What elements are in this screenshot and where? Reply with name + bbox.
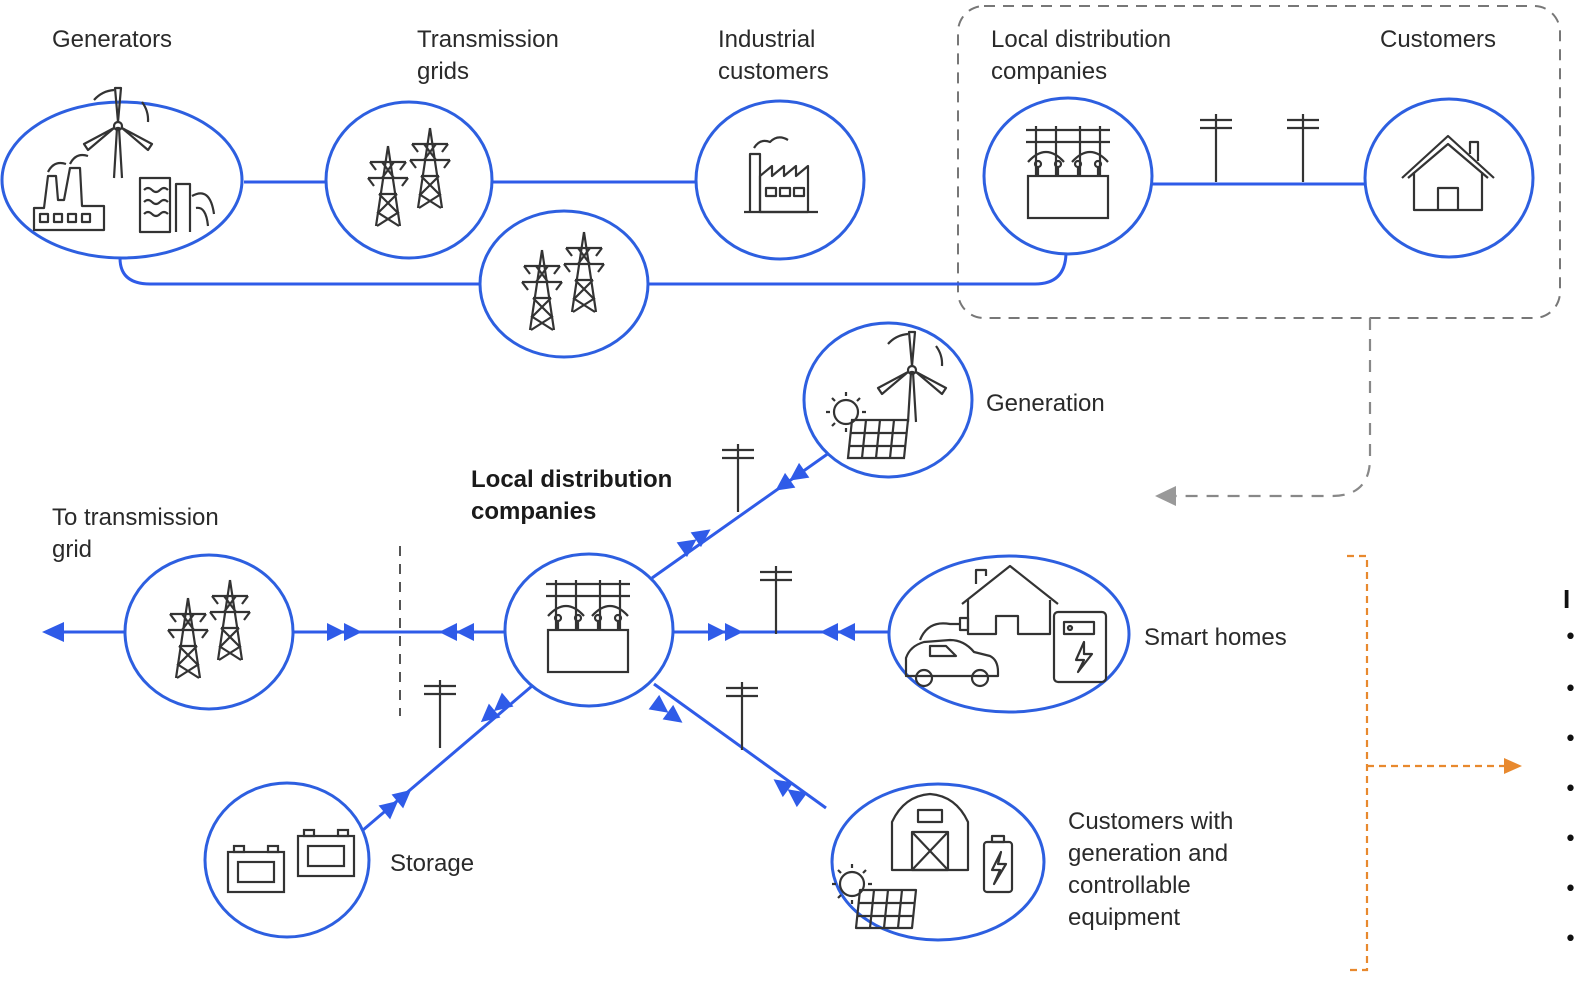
industrial-customers-label: Industrial customers (718, 26, 829, 85)
generators-label: Generators (52, 26, 173, 53)
cutoff-bullet: • (1564, 777, 1577, 802)
industrial-node (694, 99, 866, 261)
smart-home-ev-icon (904, 564, 1108, 688)
utility-pole-icon (720, 442, 756, 514)
generation-label: Generation (986, 390, 1105, 417)
customers-label: Customers (1380, 26, 1497, 53)
cutoff-bullet: • (1564, 727, 1577, 752)
transmission-grids-label: Transmission grids (417, 26, 559, 85)
transmission-node (324, 100, 494, 260)
smart-homes-node (887, 554, 1131, 714)
utility-pole-icon (422, 678, 458, 750)
orange-bracket (1347, 554, 1506, 972)
utility-pole-icon (1285, 112, 1321, 184)
customers-node (1363, 97, 1535, 259)
storage-node (203, 781, 371, 939)
power-plant-icon (32, 86, 216, 234)
barn-solar-battery-icon (830, 792, 1014, 930)
to-transmission-label: To transmission grid (52, 504, 219, 563)
cutoff-bullet: • (1564, 877, 1577, 902)
customers-generation-label: Customers with generation and controllab… (1068, 808, 1234, 931)
transmission-grid-node (123, 553, 295, 711)
expand-connector (1172, 318, 1372, 498)
ldc-group-box (957, 5, 1561, 319)
cutoff-heading: I (1563, 584, 1571, 614)
ldc-top-label: Local distribution companies (991, 26, 1172, 85)
top-network-lines (118, 180, 1368, 286)
arrow-to-transmission (42, 622, 64, 642)
cutoff-bullet: • (1564, 625, 1577, 650)
cutoff-bullet: • (1564, 827, 1577, 852)
transmission-lower-node (478, 209, 650, 359)
smart-homes-label: Smart homes (1144, 624, 1287, 651)
utility-pole-icon (758, 564, 794, 636)
generation-node (802, 321, 974, 479)
orange-arrowhead (1504, 758, 1522, 774)
storage-label: Storage (390, 850, 475, 877)
cutoff-bullet: • (1564, 927, 1577, 952)
cutoff-bullet: • (1564, 677, 1577, 702)
expand-arrowhead (1155, 486, 1176, 506)
ldc-label: Local distribution companies (471, 466, 673, 525)
utility-pole-icon (1198, 112, 1234, 184)
customers-generation-node (830, 782, 1046, 942)
